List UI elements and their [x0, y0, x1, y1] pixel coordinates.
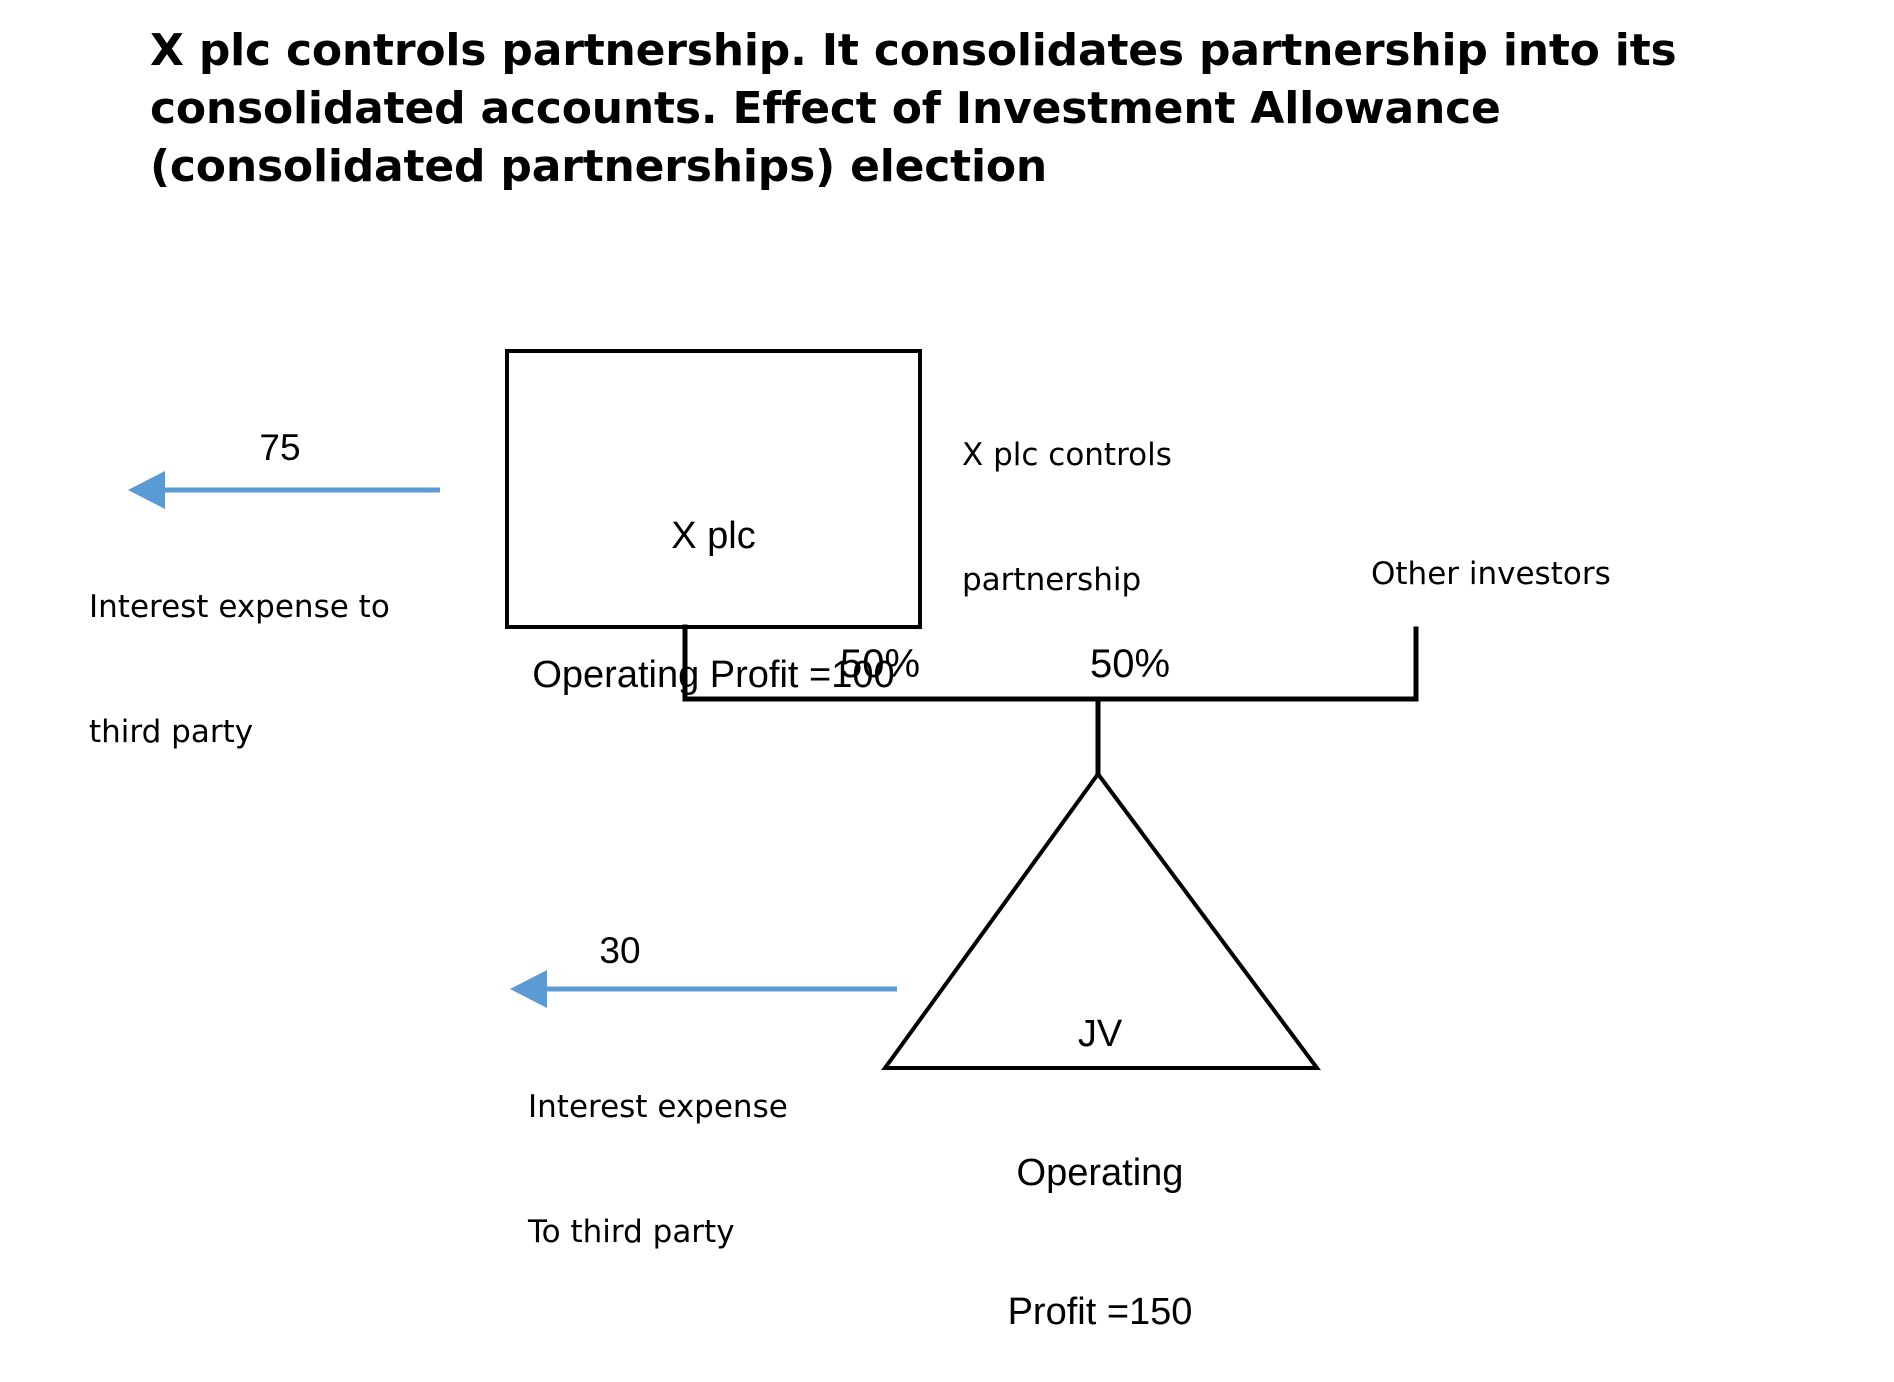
jv-operating: Operating [1016, 1151, 1184, 1194]
interest-arrow-75 [128, 471, 440, 509]
jv-triangle-label: JV Operating Profit =150 [915, 918, 1285, 1382]
jv-triangle-shape[interactable] [881, 770, 1321, 1070]
x-plc-operating-profit: Operating Profit =100 [532, 653, 895, 696]
interest-expense-note-2: Interest expense To third party [528, 1004, 928, 1295]
ownership-connector-line [682, 624, 1419, 702]
controls-note-line-1: X plc controls [962, 437, 1172, 474]
x-plc-name: X plc [671, 514, 756, 557]
x-plc-box-label: X plc Operating Profit =100 [507, 420, 920, 745]
other-investors-label: Other investors [1371, 556, 1611, 592]
interest-arrow-30 [510, 970, 897, 1008]
x-plc-box-shape[interactable] [505, 349, 922, 629]
diagram-canvas [128, 349, 1419, 1070]
interest-expense-note-1: Interest expense to third party [89, 504, 489, 795]
interest-amount-75: 75 [259, 427, 301, 468]
ownership-share-right: 50% [1089, 642, 1171, 686]
interest-note-1-line-2: third party [89, 713, 254, 750]
interest-amount-30: 30 [599, 930, 641, 971]
controls-note-line-2: partnership [962, 561, 1142, 598]
interest-note-1-line-1: Interest expense to [89, 589, 390, 626]
jv-name: JV [1077, 1012, 1123, 1055]
page-title: X plc controls partnership. It consolida… [150, 25, 1692, 193]
ownership-share-left: 50% [839, 642, 921, 686]
x-plc-controls-note: X plc controls partnership [962, 352, 1292, 643]
jv-profit-value: Profit =150 [1007, 1290, 1193, 1333]
interest-note-2-line-1: Interest expense [528, 1089, 788, 1126]
interest-note-2-line-2: To third party [528, 1213, 735, 1250]
